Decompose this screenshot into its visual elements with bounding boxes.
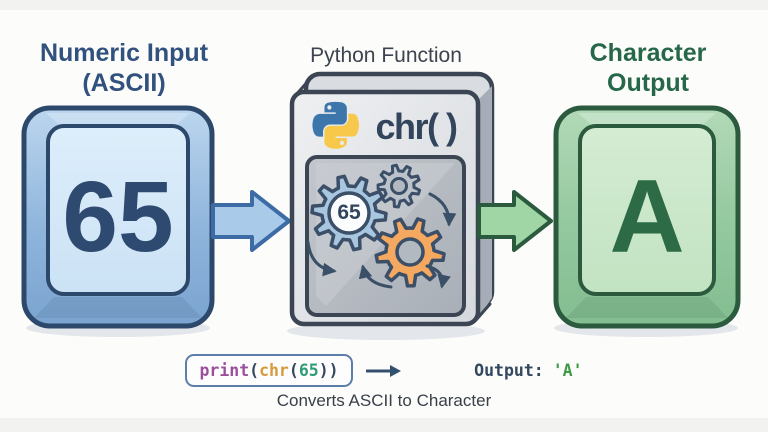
gear-orange-hub: [395, 237, 425, 267]
code-token-paren: )): [318, 361, 339, 380]
code-token-paren: (: [288, 361, 299, 380]
rotation-arrows-icon: [306, 192, 457, 289]
numeric-key-value: 65: [62, 160, 174, 273]
bottom-edge-strip: [0, 418, 768, 432]
output-text: Output: 'A': [415, 342, 583, 399]
numeric-input-title-line1: Numeric Input: [39, 39, 209, 67]
character-output-title-line2: Output: [607, 69, 689, 97]
numeric-input-title: Numeric Input (ASCII): [0, 38, 248, 98]
top-edge-strip: [0, 0, 768, 10]
output-label: Output:: [474, 361, 544, 380]
diagram-caption: Converts ASCII to Character: [276, 391, 492, 410]
flow-arrow-blue-icon: [211, 190, 291, 252]
code-token-paren: (: [249, 361, 260, 380]
flow-arrow-green-icon: [477, 190, 553, 252]
python-logo-icon: [312, 101, 360, 149]
code-token-chr: chr: [259, 361, 289, 380]
code-snippet: print(chr(65)): [185, 354, 353, 387]
numeric-input-keycap: [21, 105, 215, 329]
python-function-title: Python Function: [310, 44, 462, 67]
chr-function-label: chr( ): [375, 106, 459, 147]
output-arrow-icon: [365, 364, 401, 377]
character-key-value: A: [609, 158, 685, 275]
gear-input-value: 65: [337, 201, 361, 224]
gear-small-hub: [390, 177, 408, 195]
output-value: 'A': [552, 361, 583, 380]
code-token-number: 65: [298, 361, 319, 380]
character-output-title: Character Output: [542, 38, 754, 98]
python-function-card: [289, 71, 495, 327]
code-token-print: print: [199, 361, 250, 380]
code-example-row: print(chr(65)) Output:'A': [0, 342, 768, 399]
numeric-input-title-line2: (ASCII): [82, 69, 166, 97]
gear-blue-hub: [327, 191, 371, 235]
character-output-title-line1: Character: [589, 39, 707, 67]
character-output-keycap: [553, 105, 741, 329]
